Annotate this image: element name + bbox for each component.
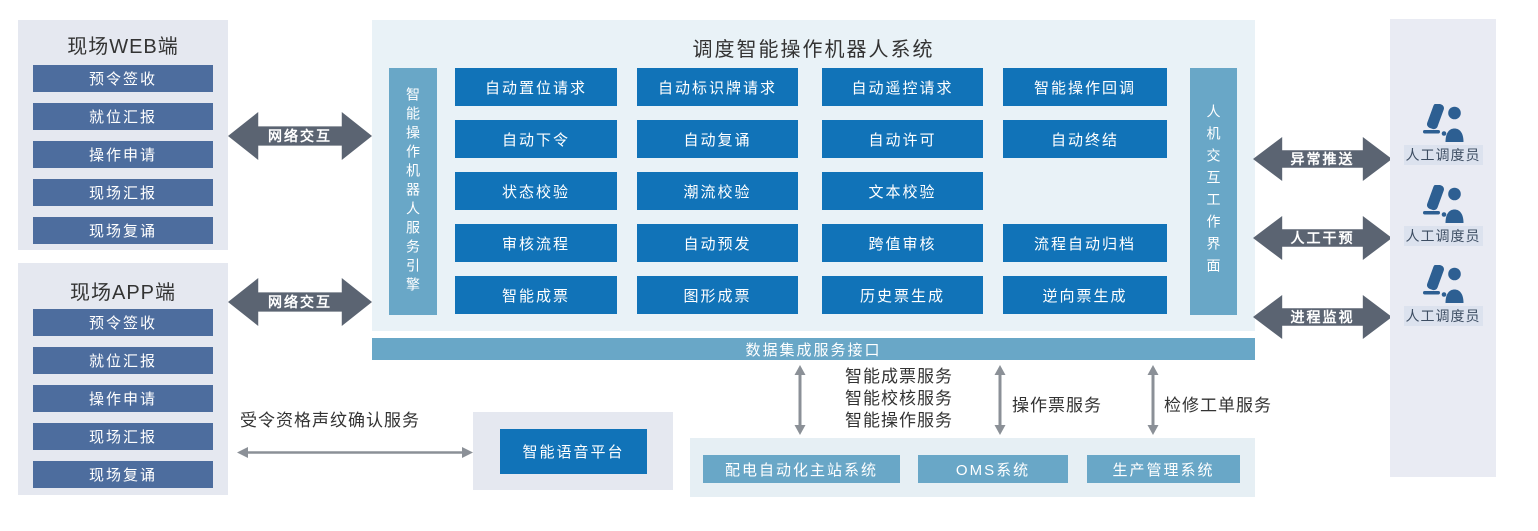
smart-ticket-service-label: 智能成票服务 — [845, 367, 953, 386]
maintenance-order-service-label: 检修工单服务 — [1164, 396, 1272, 415]
process-monitor-arrow: 进程监视 — [1253, 295, 1392, 339]
network-arrow-app: 网络交互 — [228, 278, 372, 326]
service-engine-label: 智能操作机器人服务引擎 — [405, 87, 421, 296]
app-item-report: 现场汇报 — [33, 423, 213, 450]
robot-system-title: 调度智能操作机器人系统 — [692, 39, 935, 61]
app-item-presign: 预令签收 — [33, 309, 213, 336]
voiceprint-service-arrow — [237, 447, 473, 458]
node-auto-permit: 自动许可 — [822, 120, 983, 158]
node-smart-ticket: 智能成票 — [455, 276, 617, 314]
service-engine-bar: 智能操作机器人服务引擎 — [389, 68, 437, 315]
web-item-repeat: 现场复诵 — [33, 217, 213, 244]
node-reverse-ticket: 逆向票生成 — [1003, 276, 1167, 314]
system-oms: OMS系统 — [918, 455, 1068, 483]
network-arrow-app-label: 网络交互 — [268, 294, 332, 310]
smart-service-labels: 智能成票服务 智能校核服务 智能操作服务 — [845, 366, 953, 432]
dispatcher-label: 人工调度员 — [1403, 145, 1483, 165]
node-auto-tag-request: 自动标识牌请求 — [637, 68, 798, 106]
voiceprint-service-label: 受令资格声纹确认服务 — [240, 411, 420, 430]
ops-ticket-service-label: 操作票服务 — [1012, 396, 1102, 415]
abnormal-push-arrow: 异常推送 — [1253, 137, 1392, 181]
network-arrow-web: 网络交互 — [228, 112, 372, 160]
voice-platform-panel: 智能语音平台 — [473, 412, 673, 490]
hmi-bar: 人机交互工作界面 — [1190, 68, 1237, 315]
node-auto-set-request: 自动置位请求 — [455, 68, 617, 106]
smart-check-service-label: 智能校核服务 — [845, 389, 953, 408]
field-web-title: 现场WEB端 — [67, 36, 179, 58]
system-distribution-automation: 配电自动化主站系统 — [703, 455, 900, 483]
dispatcher-3: 人工调度员 — [1390, 265, 1496, 326]
node-history-ticket: 历史票生成 — [822, 276, 983, 314]
operator-at-computer-icon — [1423, 104, 1464, 142]
node-auto-repeat: 自动复诵 — [637, 120, 798, 158]
process-monitor-label: 进程监视 — [1290, 309, 1355, 325]
app-item-request: 操作申请 — [33, 385, 213, 412]
operator-at-computer-icon — [1423, 265, 1464, 303]
operator-at-computer-icon — [1423, 185, 1464, 223]
field-web-panel: 现场WEB端 预令签收 就位汇报 操作申请 现场汇报 现场复诵 — [18, 20, 228, 250]
smart-op-service-label: 智能操作服务 — [845, 411, 953, 430]
node-cross-review: 跨值审核 — [822, 224, 983, 262]
system-production-management: 生产管理系统 — [1087, 455, 1240, 483]
web-item-request: 操作申请 — [33, 141, 213, 168]
robot-system-panel: 调度智能操作机器人系统 智能操作机器人服务引擎 人机交互工作界面 自动置位请求 … — [372, 20, 1255, 331]
node-auto-order: 自动下令 — [455, 120, 617, 158]
web-item-report: 现场汇报 — [33, 179, 213, 206]
dispatcher-1: 人工调度员 — [1390, 104, 1496, 165]
data-bus-bar: 数据集成服务接口 — [372, 338, 1255, 360]
app-item-inplace: 就位汇报 — [33, 347, 213, 374]
voice-platform-node: 智能语音平台 — [500, 429, 647, 474]
dispatcher-label: 人工调度员 — [1403, 306, 1483, 326]
node-auto-finish: 自动终结 — [1003, 120, 1167, 158]
node-auto-remote-request: 自动遥控请求 — [822, 68, 983, 106]
node-state-check: 状态校验 — [455, 172, 617, 210]
node-review-flow: 审核流程 — [455, 224, 617, 262]
node-flow-check: 潮流校验 — [637, 172, 798, 210]
hmi-label: 人机交互工作界面 — [1205, 103, 1222, 280]
node-auto-predraft: 自动预发 — [637, 224, 798, 262]
field-app-title: 现场APP端 — [69, 282, 177, 304]
dispatcher-2: 人工调度员 — [1390, 185, 1496, 246]
node-auto-archive: 流程自动归档 — [1003, 224, 1167, 262]
manual-intervention-arrow: 人工干预 — [1253, 216, 1392, 260]
external-systems-panel: 配电自动化主站系统 OMS系统 生产管理系统 — [690, 438, 1255, 497]
node-text-check: 文本校验 — [822, 172, 983, 210]
dispatcher-panel: 人工调度员 人工调度员 — [1390, 19, 1496, 477]
network-arrow-web-label: 网络交互 — [268, 128, 332, 144]
data-bus-label: 数据集成服务接口 — [745, 341, 882, 359]
dispatcher-label: 人工调度员 — [1403, 226, 1483, 246]
field-app-panel: 现场APP端 预令签收 就位汇报 操作申请 现场汇报 现场复诵 — [18, 263, 228, 495]
node-smart-op-callback: 智能操作回调 — [1003, 68, 1167, 106]
bus-arrow-distribution — [794, 365, 806, 435]
manual-intervention-label: 人工干预 — [1290, 230, 1355, 246]
bus-arrow-oms — [994, 365, 1006, 435]
node-graphic-ticket: 图形成票 — [637, 276, 798, 314]
web-item-inplace: 就位汇报 — [33, 103, 213, 130]
abnormal-push-label: 异常推送 — [1290, 151, 1355, 167]
bus-arrow-pms — [1147, 365, 1159, 435]
app-item-repeat: 现场复诵 — [33, 461, 213, 488]
web-item-presign: 预令签收 — [33, 65, 213, 92]
